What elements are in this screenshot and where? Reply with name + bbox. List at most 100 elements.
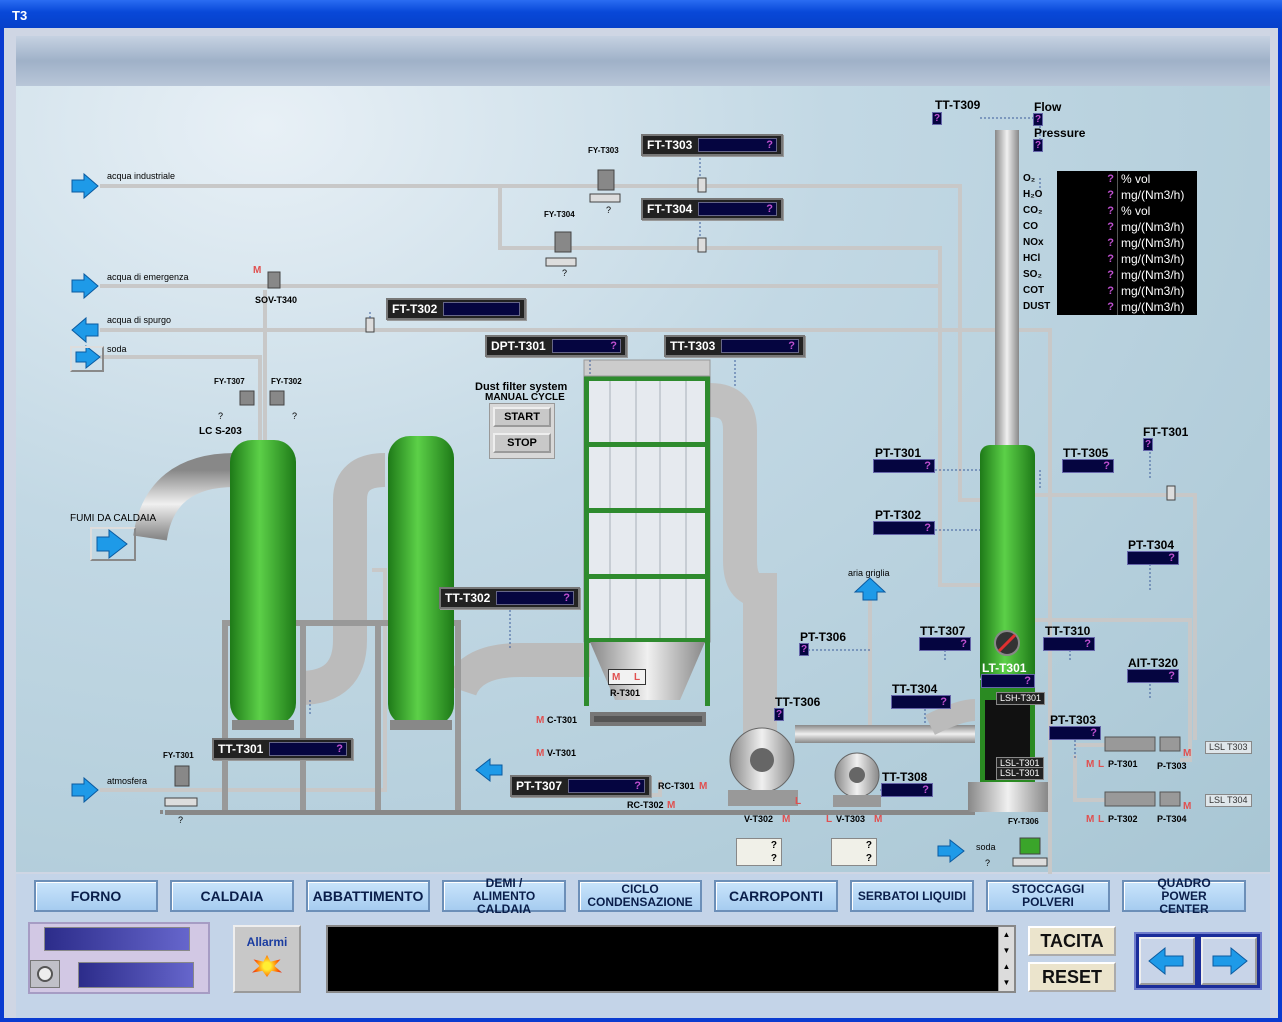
- lt-t301-label: LT-T301: [982, 661, 1027, 675]
- lsl-t304-label: LSL T304: [1205, 794, 1252, 807]
- v-t303-status[interactable]: ??: [831, 838, 877, 866]
- pt-t304-value[interactable]: ?: [1127, 551, 1179, 565]
- soda-arrow-button[interactable]: [70, 346, 104, 372]
- lt-t301-value[interactable]: ?: [981, 674, 1035, 688]
- label-emergency-water: acqua di emergenza: [107, 272, 189, 282]
- p-t302-l: L: [1098, 814, 1105, 825]
- panel-ft-t302-tag: FT-T302: [392, 302, 438, 316]
- tt-t307-value[interactable]: ?: [919, 637, 971, 651]
- tt-t304-value[interactable]: ?: [891, 695, 951, 709]
- pressure-value[interactable]: ?: [1033, 139, 1043, 152]
- scroll-up-icon[interactable]: ▲: [1002, 930, 1011, 939]
- v-t301-m: M: [536, 748, 545, 759]
- pressure-label: Pressure: [1034, 126, 1086, 140]
- panel-tt-t303[interactable]: TT-T303 ?: [664, 335, 805, 357]
- panel-tt-t301-value: ?: [269, 742, 347, 756]
- gas-unit: % vol: [1117, 203, 1197, 219]
- v-t302-status[interactable]: ??: [736, 838, 782, 866]
- c-t301-m: M: [536, 715, 545, 726]
- panel-tt-t301[interactable]: TT-T301 ?: [212, 738, 353, 760]
- gas-label: CO₂: [1023, 205, 1043, 216]
- pt-t306-value[interactable]: ?: [799, 643, 809, 656]
- scroll-up-more-icon[interactable]: ▼: [1002, 946, 1011, 955]
- gas-unit: mg/(Nm3/h): [1117, 267, 1197, 283]
- tt-t308-value[interactable]: ?: [881, 783, 933, 797]
- scroll-down-more-icon[interactable]: ▲: [1002, 962, 1011, 971]
- valve-fy-t301-label: FY-T301: [163, 751, 194, 760]
- gas-label: O₂: [1023, 173, 1036, 184]
- p-t301-m: M: [1086, 759, 1095, 770]
- nav-quadro-power-center[interactable]: QUADRO POWER CENTER: [1122, 876, 1246, 915]
- prev-page-button[interactable]: [1139, 937, 1195, 985]
- panel-ft-t303[interactable]: FT-T303 ?: [641, 134, 783, 156]
- r-t301-box[interactable]: [608, 669, 646, 685]
- gas-value: ?: [1057, 187, 1117, 203]
- pt-t302-value[interactable]: ?: [873, 521, 935, 535]
- alarm-message-list[interactable]: [326, 925, 1016, 993]
- rc-t302-m: M: [667, 800, 676, 811]
- panel-dpt-t301[interactable]: DPT-T301 ?: [485, 335, 627, 357]
- stop-button[interactable]: STOP: [493, 433, 551, 453]
- flue-gas-button[interactable]: [90, 527, 136, 561]
- tt-t305-value[interactable]: ?: [1062, 459, 1114, 473]
- flow-value[interactable]: ?: [1033, 113, 1043, 126]
- v-t303-m: M: [874, 814, 883, 825]
- mute-button[interactable]: TACITA: [1028, 926, 1116, 956]
- clock-button[interactable]: [30, 960, 60, 988]
- tt-t310-value[interactable]: ?: [1043, 637, 1095, 651]
- start-button[interactable]: START: [493, 407, 551, 427]
- pt-t306-label: PT-T306: [800, 630, 847, 644]
- panel-dpt-t301-tag: DPT-T301: [491, 339, 546, 353]
- gas-row-cot: COT?mg/(Nm3/h): [1023, 283, 1197, 299]
- tt-t304-label: TT-T304: [892, 682, 938, 696]
- reset-button[interactable]: RESET: [1028, 962, 1116, 992]
- label-soda-bottom: soda: [976, 842, 996, 852]
- valve-fy-t306-label: FY-T306: [1008, 817, 1039, 826]
- nav-caldaia[interactable]: CALDAIA: [170, 880, 294, 912]
- v-t303-label: V-T303: [836, 814, 866, 824]
- alarm-list-scrollbar[interactable]: ▲ ▼ ▲ ▼: [998, 927, 1014, 991]
- pt-t303-value[interactable]: ?: [1049, 726, 1101, 740]
- gas-unit: % vol: [1117, 171, 1197, 187]
- panel-tt-t301-tag: TT-T301: [218, 742, 264, 756]
- gas-label: H₂O: [1023, 189, 1043, 200]
- panel-pt-t307[interactable]: PT-T307 ?: [510, 775, 651, 797]
- v-t303-l: L: [826, 814, 833, 825]
- ait-t320-label: AIT-T320: [1128, 656, 1179, 670]
- ft-t301-value[interactable]: ?: [1143, 438, 1153, 451]
- pt-t301-value[interactable]: ?: [873, 459, 935, 473]
- scroll-down-icon[interactable]: ▼: [1002, 978, 1011, 987]
- panel-ft-t304[interactable]: FT-T304 ?: [641, 198, 783, 220]
- gas-row-hcl: HCl?mg/(Nm3/h): [1023, 251, 1197, 267]
- panel-pt-t307-tag: PT-T307: [516, 779, 563, 793]
- p-t301-l: L: [1098, 759, 1105, 770]
- gas-value: ?: [1057, 251, 1117, 267]
- pt-t301-label: PT-T301: [875, 446, 922, 460]
- flow-arrows: [71, 172, 965, 864]
- nav-demi-alimento[interactable]: DEMI / ALIMENTO CALDAIA: [442, 876, 566, 915]
- ait-t320-value[interactable]: ?: [1127, 669, 1179, 683]
- alarms-button[interactable]: Allarmi: [233, 925, 301, 993]
- nav-carroponti[interactable]: CARROPONTI: [714, 880, 838, 912]
- nav-forno[interactable]: FORNO: [34, 880, 158, 912]
- alarm-burst-icon: [252, 955, 282, 977]
- nav-stoccaggi-polveri[interactable]: STOCCAGGI POLVERI: [986, 880, 1110, 912]
- nav-abbattimento[interactable]: ABBATTIMENTO: [306, 880, 430, 912]
- panel-pt-t307-value: ?: [568, 779, 645, 793]
- next-page-button[interactable]: [1201, 937, 1257, 985]
- status-field-bottom: [78, 962, 194, 988]
- rc-t301-label: RC-T301: [658, 781, 695, 791]
- rc-t302-label: RC-T302: [627, 800, 664, 810]
- nav-ciclo-condensazione[interactable]: CICLO CONDENSAZIONE: [578, 880, 702, 912]
- v-t303-q2: ?: [865, 853, 872, 864]
- status-field-top: [44, 927, 190, 951]
- tt-t306-value[interactable]: ?: [774, 708, 784, 721]
- panel-tt-t302[interactable]: TT-T302 ?: [439, 587, 580, 609]
- tt-t309-value[interactable]: ?: [932, 112, 942, 125]
- r-t301-label: R-T301: [610, 688, 641, 698]
- gas-label: CO: [1023, 221, 1038, 232]
- pt-t304-label: PT-T304: [1128, 538, 1175, 552]
- nav-serbatoi-liquidi[interactable]: SERBATOI LIQUIDI: [850, 880, 974, 912]
- panel-ft-t302[interactable]: FT-T302: [386, 298, 526, 320]
- gas-unit: mg/(Nm3/h): [1117, 219, 1197, 235]
